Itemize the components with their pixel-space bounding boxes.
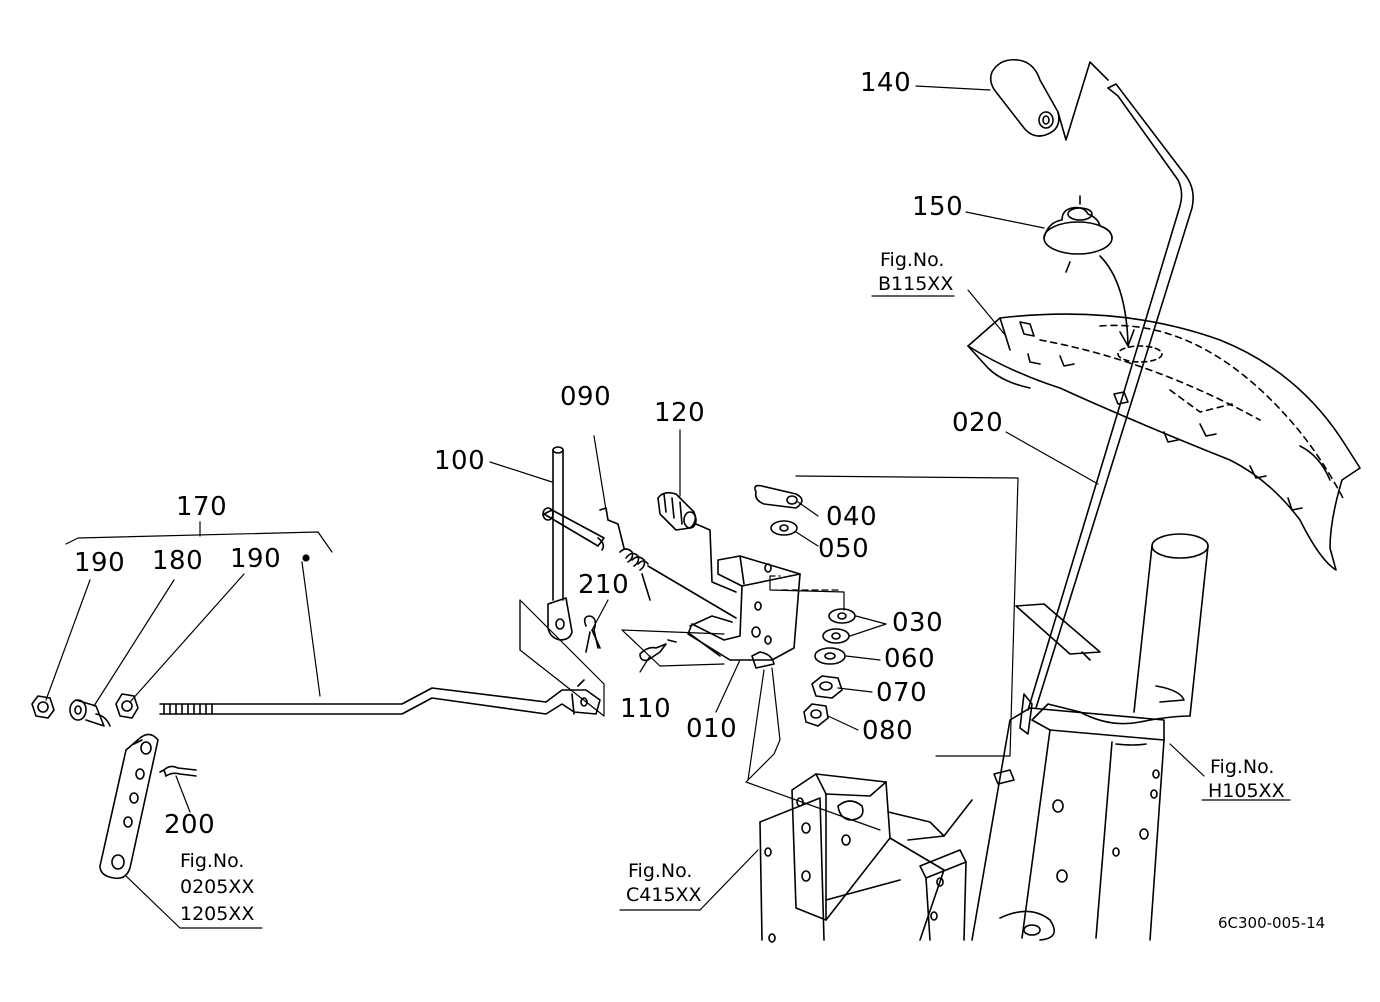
floor-plate-part: [967, 313, 1361, 571]
fig-ref-1205-code: 1205XX: [180, 903, 255, 925]
fig-ref-c415-label: Fig.No.: [628, 860, 693, 882]
fig-ref-0205-label: Fig.No.: [180, 850, 245, 872]
part-label-170: 170: [176, 492, 228, 522]
fig-ref-b115-code: B115XX: [878, 273, 954, 295]
part-label-010: 010: [686, 714, 738, 744]
part-label-090: 090: [560, 382, 612, 412]
stacked-hardware-part: [754, 484, 856, 727]
part-label-100: 100: [434, 446, 486, 476]
part-label-180: 180: [152, 546, 204, 576]
part-label-080: 080: [862, 716, 914, 746]
boot-150-part: [1043, 195, 1135, 347]
fig-ref-0205-code: 0205XX: [180, 876, 255, 898]
part-label-040: 040: [826, 502, 878, 532]
bracket-010-part: [687, 555, 801, 669]
assembly-outlines: [65, 475, 1019, 831]
part-label-060: 060: [884, 644, 936, 674]
drawing-code: 6C300-005-14: [1218, 914, 1326, 932]
part-label-190-left: 190: [74, 548, 126, 578]
part-label-140: 140: [860, 68, 912, 98]
part-label-020: 020: [952, 408, 1004, 438]
part-label-030: 030: [892, 608, 944, 638]
rod-100-part: [542, 446, 605, 641]
part-label-150: 150: [912, 192, 964, 222]
part-label-050: 050: [818, 534, 870, 564]
part-label-070: 070: [876, 678, 928, 708]
shift-lever-020-part: [1019, 83, 1194, 735]
fig-ref-c415-code: C415XX: [626, 884, 702, 906]
cotter-pins-part: [159, 615, 677, 777]
fig-ref-b115-label: Fig.No.: [880, 249, 945, 271]
leader-lines: [45, 85, 1291, 929]
steering-column-part: [971, 533, 1209, 941]
control-rod-170-part: [159, 679, 601, 715]
part-label-110: 110: [620, 694, 672, 724]
fig-ref-h105-label: Fig.No.: [1210, 756, 1275, 778]
chassis-frame-part: [759, 773, 973, 943]
part-label-200: 200: [164, 810, 216, 840]
bushing-120-part: [657, 491, 737, 593]
grip-140-part: [989, 58, 1060, 137]
spring-090-part: [599, 507, 737, 619]
part-label-190-right: 190: [230, 544, 282, 574]
part-label-120: 120: [654, 398, 706, 428]
lever-plate-part: [99, 733, 159, 880]
nuts-and-joint-part: [31, 693, 139, 727]
grip-break-line: [1057, 61, 1109, 141]
part-label-210: 210: [578, 570, 630, 600]
fig-ref-h105-code: H105XX: [1208, 780, 1285, 802]
